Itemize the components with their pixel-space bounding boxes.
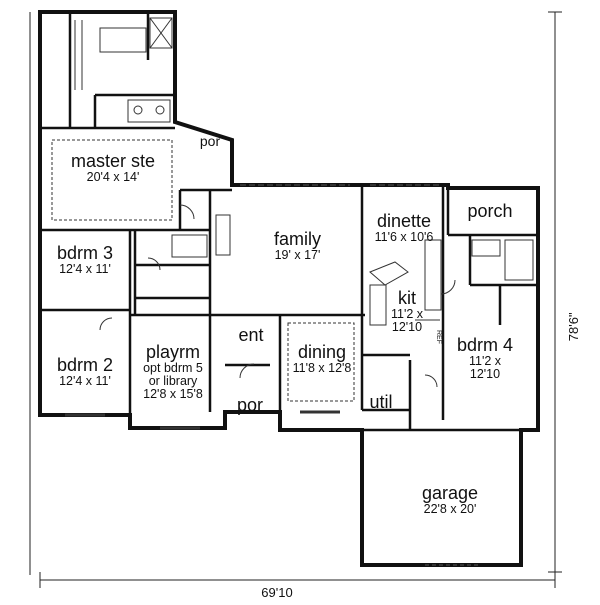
room-por-top-name: por [199, 133, 221, 149]
room-family-name: family [273, 229, 321, 249]
room-master-ste: master ste 20'4 x 14' [58, 152, 168, 184]
room-bdrm2-name: bdrm 2 [56, 355, 114, 375]
room-playrm-line2: or library [148, 374, 198, 389]
room-bdrm2: bdrm 2 12'4 x 11' [45, 356, 125, 388]
dimension-lines [29, 11, 562, 588]
dimension-width: 69'10 [261, 585, 293, 600]
room-ent: ent [226, 326, 276, 345]
room-dinette: dinette 11'6 x 10'6 [362, 212, 446, 244]
room-kit-name: kit [398, 288, 416, 308]
room-garage: garage 22'8 x 20' [395, 484, 505, 516]
room-por-top: por [190, 134, 230, 149]
room-bdrm3-size: 12'4 x 11' [59, 261, 111, 276]
room-master-ste-name: master ste [70, 151, 156, 171]
room-bdrm3-name: bdrm 3 [56, 243, 114, 263]
room-kit-size-2: 12'10 [391, 320, 423, 335]
room-ent-name: ent [238, 325, 264, 345]
room-dinette-name: dinette [376, 211, 432, 231]
room-family-size: 19' x 17' [274, 247, 321, 262]
room-dining: dining 11'8 x 12'8 [283, 343, 361, 375]
room-util: util [364, 393, 398, 412]
room-garage-size: 22'8 x 20' [423, 501, 477, 516]
room-dining-size: 11'8 x 12'8 [292, 360, 352, 375]
room-playrm-line1: opt bdrm 5 [143, 360, 203, 375]
room-playrm-size: 12'8 x 15'8 [143, 387, 203, 402]
room-garage-name: garage [421, 483, 479, 503]
room-bdrm4: bdrm 4 11'2 x 12'10 [450, 336, 520, 381]
room-porch: porch [455, 202, 525, 221]
fixtures-light [51, 17, 534, 566]
room-porch-name: porch [467, 201, 513, 221]
room-bdrm2-size: 12'4 x 11' [59, 373, 111, 388]
room-playrm: playrm opt bdrm 5 or library 12'8 x 15'8 [136, 343, 210, 401]
room-por-front-name: por [236, 395, 263, 415]
ref-label: REF [435, 330, 442, 344]
interior-walls [40, 12, 538, 432]
room-family: family 19' x 17' [250, 230, 345, 262]
room-dining-name: dining [297, 342, 347, 362]
room-por-front: por [228, 396, 272, 415]
room-dinette-size: 11'6 x 10'6 [374, 229, 434, 244]
room-util-name: util [369, 392, 393, 412]
room-bdrm4-name: bdrm 4 [456, 335, 514, 355]
dimension-depth: 78'6" [566, 312, 582, 342]
room-kit-size-1: 11'2 x [390, 306, 424, 321]
room-bdrm3: bdrm 3 12'4 x 11' [45, 244, 125, 276]
room-master-ste-size: 20'4 x 14' [86, 169, 140, 184]
room-bdrm4-size-2: 12'10 [469, 367, 501, 382]
room-playrm-name: playrm [145, 342, 200, 362]
room-kit: kit 11'2 x 12'10 [384, 289, 430, 334]
room-bdrm4-size-1: 11'2 x [468, 353, 502, 368]
